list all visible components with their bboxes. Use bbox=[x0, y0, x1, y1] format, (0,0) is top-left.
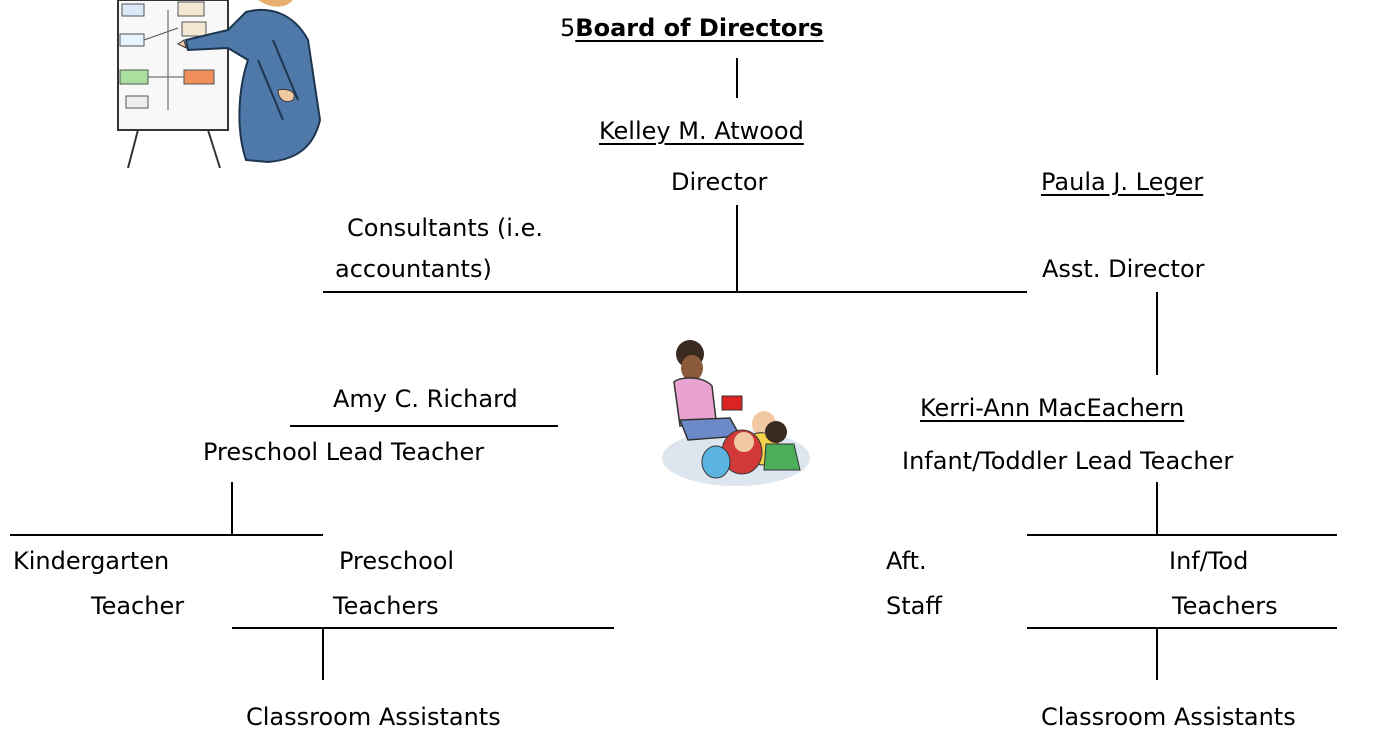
inftod-teachers-line1: Inf/Tod bbox=[1169, 547, 1249, 575]
director-title: Director bbox=[671, 168, 768, 196]
infant-lead-name: Kerri-Ann MacEachern bbox=[920, 394, 1185, 422]
aft-staff-line1: Aft. bbox=[886, 547, 927, 575]
board-of-directors: 5Board of Directors bbox=[560, 13, 823, 43]
infant-lead-title: Infant/Toddler Lead Teacher bbox=[902, 447, 1234, 475]
preschool-teachers-line1: Preschool bbox=[339, 547, 455, 575]
asst-director-title: Asst. Director bbox=[1042, 255, 1205, 283]
director-name: Kelley M. Atwood bbox=[599, 117, 804, 145]
kindergarten-line1: Kindergarten bbox=[13, 547, 170, 575]
aft-staff-line2: Staff bbox=[886, 592, 942, 620]
consultants-line2: accountants) bbox=[335, 255, 492, 283]
asst-director-name: Paula J. Leger bbox=[1041, 168, 1204, 196]
presenter-clipart bbox=[117, 0, 322, 168]
board-title: Board of Directors bbox=[575, 14, 824, 42]
classroom-assistants-left: Classroom Assistants bbox=[246, 703, 501, 731]
preschool-teachers-line2: Teachers bbox=[333, 592, 439, 620]
teacher-reading-clipart bbox=[662, 340, 810, 486]
board-number: 5 bbox=[560, 14, 576, 42]
inftod-teachers-line2: Teachers bbox=[1172, 592, 1278, 620]
kindergarten-line2: Teacher bbox=[91, 592, 185, 620]
classroom-assistants-right: Classroom Assistants bbox=[1041, 703, 1296, 731]
preschool-lead-title: Preschool Lead Teacher bbox=[203, 438, 485, 466]
preschool-lead-name: Amy C. Richard bbox=[333, 385, 518, 413]
consultants-line1: Consultants (i.e. bbox=[347, 214, 543, 242]
